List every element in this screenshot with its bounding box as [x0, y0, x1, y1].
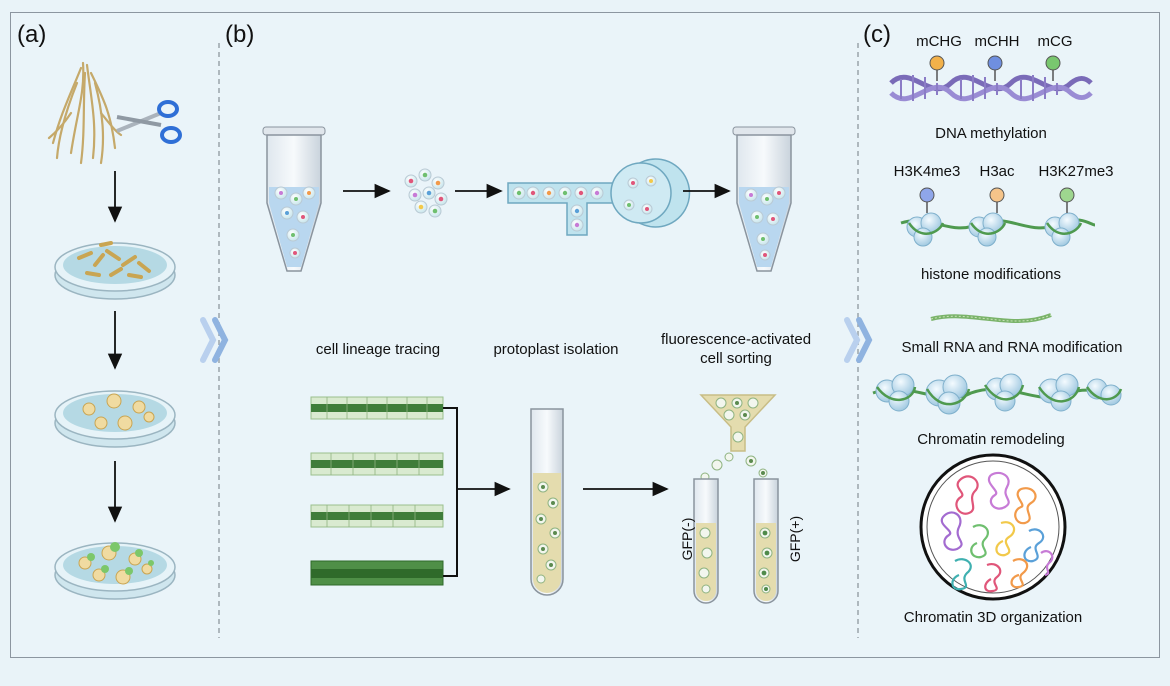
facs-label-line2: cell sorting	[700, 350, 772, 367]
panel-b-label: (b)	[225, 21, 255, 48]
chromatin-fiber	[872, 373, 1123, 415]
methyl-marks	[929, 55, 1061, 81]
microfluidic-chip	[507, 158, 691, 236]
mark-mcg: mCG	[1037, 33, 1073, 50]
petri-dish-explants	[54, 241, 176, 300]
chromatin-3d-label: Chromatin 3D organization	[903, 609, 1083, 626]
chevron-icon-left	[200, 317, 229, 363]
test-tube-protoplasts	[530, 408, 564, 596]
small-rna-label: Small RNA and RNA modification	[901, 339, 1123, 356]
histone-chain	[900, 187, 1096, 247]
chevron-icon-right	[844, 317, 873, 363]
mark-h3k4me3: H3K4me3	[893, 163, 961, 180]
gfp-positive-label: GFP(+)	[787, 515, 803, 563]
cell-lineage-tracing-label: cell lineage tracing	[315, 341, 441, 358]
small-rna-strand	[930, 313, 1052, 323]
nucleus-3d-organization	[919, 453, 1067, 601]
gfp-negative-label: GFP(-)	[679, 517, 695, 561]
facs-sorter	[693, 394, 779, 604]
petri-dish-regeneration	[54, 542, 176, 600]
figure-frame: (a) (b) (c) cell lineage tracing protopl…	[10, 12, 1160, 658]
panel-a-label: (a)	[17, 21, 47, 48]
facs-label-line1: fluorescence-activated	[660, 331, 812, 348]
chromatin-remodeling-label: Chromatin remodeling	[917, 431, 1065, 448]
mark-h3ac: H3ac	[979, 163, 1015, 180]
mark-h3k27me3: H3K27me3	[1038, 163, 1114, 180]
dna-methylation-label: DNA methylation	[935, 125, 1047, 142]
histone-modifications-label: histone modifications	[920, 266, 1062, 283]
dna-helix	[889, 74, 1093, 102]
panel-c-label: (c)	[863, 21, 891, 48]
protoplast-cluster	[404, 168, 448, 218]
tissue-stacks	[310, 396, 458, 586]
scissors-icon	[116, 100, 182, 144]
protoplast-isolation-label: protoplast isolation	[493, 341, 619, 358]
mark-mchg: mCHG	[916, 33, 962, 50]
mark-mchh: mCHH	[974, 33, 1020, 50]
microtube-left	[262, 126, 326, 272]
microtube-right	[732, 126, 796, 272]
roots-illustration	[47, 61, 123, 165]
petri-dish-callus	[54, 390, 176, 448]
figure-artwork	[47, 43, 1123, 638]
